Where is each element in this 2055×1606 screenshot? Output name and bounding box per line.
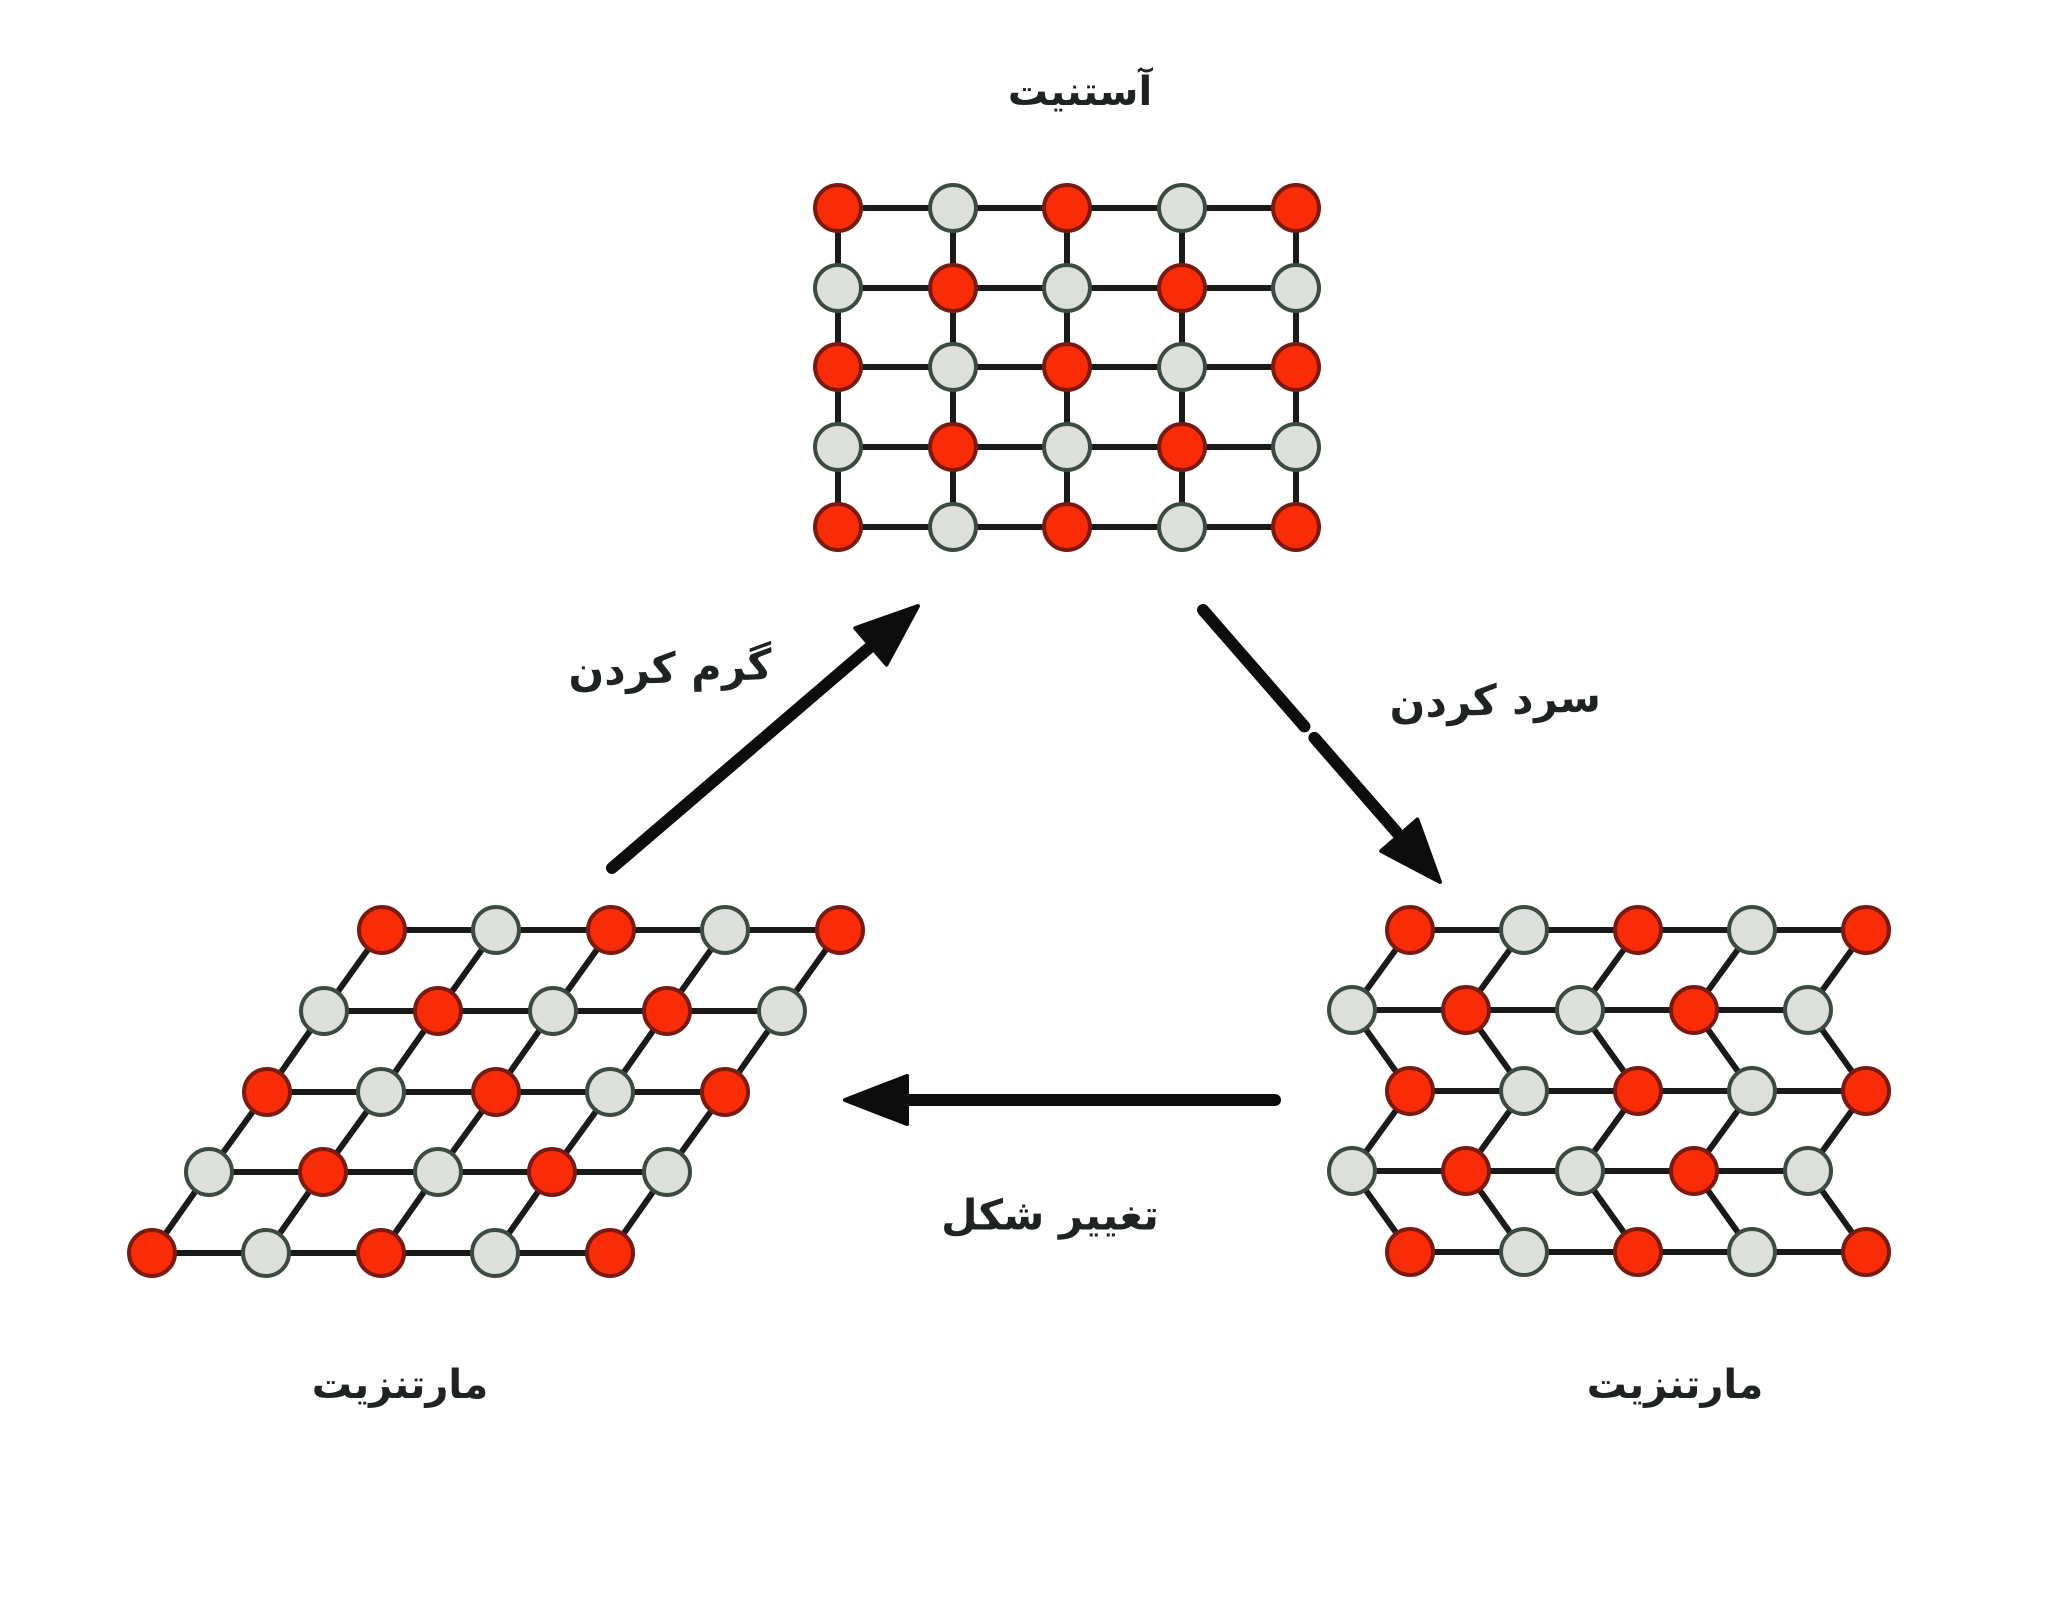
gray-atom-icon [813, 263, 863, 313]
arrow-head [1379, 817, 1442, 884]
red-atom-icon [1157, 263, 1207, 313]
twinned-martensite-lattice [1327, 905, 1891, 1277]
red-atom-icon [815, 905, 865, 955]
red-atom-icon [527, 1147, 577, 1197]
twinned-martensite-label: مارتنزیت [1586, 1362, 1764, 1408]
austenite-label: آستنیت [1007, 69, 1153, 115]
red-atom-icon [928, 263, 978, 313]
cooling-label: سرد کردن [1388, 671, 1602, 729]
red-atom-icon [1042, 183, 1092, 233]
red-atom-icon [813, 342, 863, 392]
gray-atom-icon [528, 986, 578, 1036]
gray-atom-icon [1157, 342, 1207, 392]
arrow-shaft [606, 637, 880, 874]
gray-atom-icon [470, 1228, 520, 1278]
gray-atom-icon [1783, 1146, 1833, 1196]
arrow-head [853, 604, 920, 667]
gray-atom-icon [1727, 905, 1777, 955]
gray-atom-icon [1271, 422, 1321, 472]
red-atom-icon [413, 986, 463, 1036]
gray-atom-icon [1727, 1066, 1777, 1116]
red-atom-icon [1042, 502, 1092, 552]
gray-atom-icon [1499, 905, 1549, 955]
gray-atom-icon [413, 1147, 463, 1197]
gray-atom-icon [1499, 1227, 1549, 1277]
austenite-lattice [813, 183, 1321, 552]
red-atom-icon [357, 905, 407, 955]
red-atom-icon [1669, 1146, 1719, 1196]
gray-atom-icon [241, 1228, 291, 1278]
heating-arrow-icon [606, 604, 920, 874]
gray-atom-icon [1327, 985, 1377, 1035]
deformed-martensite-label: مارتنزیت [311, 1362, 489, 1408]
red-atom-icon [642, 986, 692, 1036]
red-atom-icon [356, 1228, 406, 1278]
red-atom-icon [1613, 905, 1663, 955]
red-atom-icon [1669, 985, 1719, 1035]
gray-atom-icon [700, 905, 750, 955]
red-atom-icon [1157, 422, 1207, 472]
heating-label: گرم کردن [567, 639, 773, 697]
deformed-martensite-lattice [127, 905, 865, 1278]
red-atom-icon [1441, 1146, 1491, 1196]
deformation-label: تغییر شکل [941, 1190, 1159, 1240]
red-atom-icon [1385, 1227, 1435, 1277]
deformation-arrow-icon [843, 1074, 1281, 1126]
arrow-head [843, 1074, 909, 1126]
red-atom-icon [1042, 342, 1092, 392]
cooling-arrow-icon [1197, 604, 1442, 884]
red-atom-icon [813, 502, 863, 552]
red-atom-icon [700, 1067, 750, 1117]
arrow-shaft [1197, 604, 1311, 733]
red-atom-icon [1613, 1227, 1663, 1277]
atoms [1327, 905, 1891, 1277]
red-atom-icon [127, 1228, 177, 1278]
gray-atom-icon [928, 342, 978, 392]
red-atom-icon [1271, 342, 1321, 392]
gray-atom-icon [1555, 1146, 1605, 1196]
gray-atom-icon [1157, 502, 1207, 552]
atoms [127, 905, 865, 1278]
red-atom-icon [586, 905, 636, 955]
gray-atom-icon [1157, 183, 1207, 233]
gray-atom-icon [1499, 1066, 1549, 1116]
gray-atom-icon [299, 986, 349, 1036]
red-atom-icon [1385, 905, 1435, 955]
red-atom-icon [1841, 905, 1891, 955]
gray-atom-icon [184, 1147, 234, 1197]
red-atom-icon [242, 1067, 292, 1117]
gray-atom-icon [928, 502, 978, 552]
gray-atom-icon [471, 905, 521, 955]
gray-atom-icon [585, 1067, 635, 1117]
gray-atom-icon [642, 1147, 692, 1197]
red-atom-icon [928, 422, 978, 472]
gray-atom-icon [1327, 1146, 1377, 1196]
gray-atom-icon [813, 422, 863, 472]
arrow-shaft [1308, 731, 1408, 845]
gray-atom-icon [1783, 985, 1833, 1035]
gray-atom-icon [356, 1067, 406, 1117]
gray-atom-icon [1271, 263, 1321, 313]
gray-atom-icon [1555, 985, 1605, 1035]
red-atom-icon [1271, 183, 1321, 233]
atoms [813, 183, 1321, 552]
gray-atom-icon [757, 986, 807, 1036]
gray-atom-icon [1042, 422, 1092, 472]
gray-atom-icon [1042, 263, 1092, 313]
red-atom-icon [1613, 1066, 1663, 1116]
red-atom-icon [298, 1147, 348, 1197]
red-atom-icon [471, 1067, 521, 1117]
red-atom-icon [1841, 1227, 1891, 1277]
red-atom-icon [1271, 502, 1321, 552]
gray-atom-icon [928, 183, 978, 233]
red-atom-icon [1441, 985, 1491, 1035]
gray-atom-icon [1727, 1227, 1777, 1277]
red-atom-icon [1385, 1066, 1435, 1116]
red-atom-icon [813, 183, 863, 233]
red-atom-icon [1841, 1066, 1891, 1116]
red-atom-icon [585, 1228, 635, 1278]
